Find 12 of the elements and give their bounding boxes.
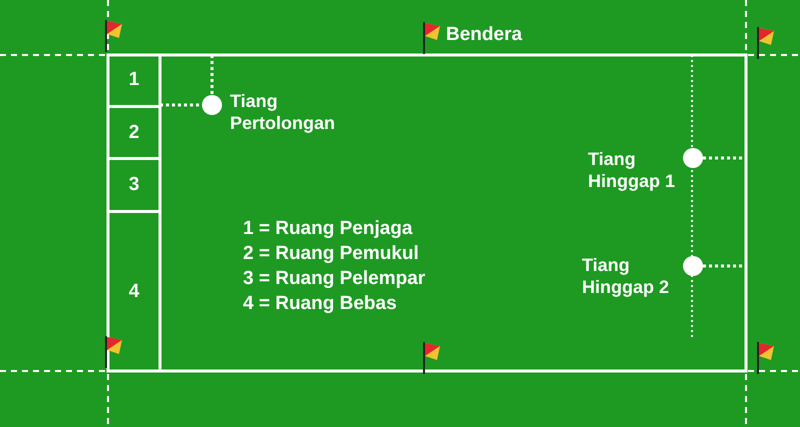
key-text: 1 = Ruang Penjaga [243,218,412,240]
field-zone: 2 [108,105,160,157]
key-text: 3 = Ruang Pelempar [243,268,426,290]
field-zone: 4 [108,210,160,371]
flag-label: Bendera [446,24,522,46]
pole-label: Tiang Hinggap 1 [588,148,676,192]
pole-label: Tiang Pertolongan [230,90,336,134]
key-text: 2 = Ruang Pemukul [243,243,419,265]
key-text: 4 = Ruang Bebas [243,293,397,315]
pole-label: Tiang Hinggap 2 [582,254,670,298]
field-zone: 1 [108,55,160,105]
field-zone: 3 [108,157,160,210]
